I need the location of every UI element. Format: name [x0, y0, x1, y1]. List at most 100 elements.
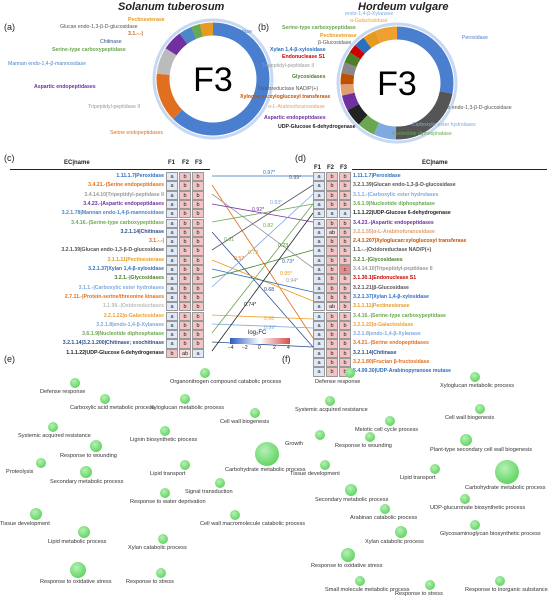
network-node-label: Response to water deprivation	[130, 499, 206, 505]
table-cell: a	[313, 311, 325, 321]
table-cell: b	[339, 237, 351, 247]
table-cell: b	[192, 181, 204, 191]
network-node	[345, 368, 355, 378]
table-c-header-name: EC|name	[64, 160, 90, 166]
table-cell: b	[179, 190, 191, 200]
table-cell: a	[313, 227, 325, 238]
network-node-label: Proteolysis	[6, 469, 34, 475]
table-cell: b	[166, 348, 178, 358]
donut-b-label: Peroxidase	[462, 35, 488, 41]
table-cell: a	[166, 218, 178, 228]
table-row-label: 3.4.16.-|Serine-type carboxypeptidase	[71, 219, 164, 226]
table-cell: a	[313, 302, 325, 312]
donut-b-label: endo-1,4-β-Xylanase	[345, 11, 394, 17]
table-cell: b	[179, 339, 191, 349]
table-cell: b	[179, 320, 191, 331]
correlation-value: 0.56	[264, 316, 275, 322]
table-cell: a	[166, 172, 178, 182]
table-cell: b	[326, 255, 338, 265]
table-row-label: 3.2.1.21|β-Glucosidase	[353, 284, 409, 291]
table-d-header-f2: F2	[327, 165, 335, 171]
table-row-label: 3.2.1.78|Mannan endo-1,4-β-mannosidase	[61, 210, 164, 217]
table-cell: a	[313, 367, 325, 377]
correlation-value: 0.74*	[244, 302, 257, 308]
network-node	[470, 520, 480, 530]
network-node	[320, 460, 330, 470]
table-cell: b	[339, 292, 351, 303]
correlation-value: 0.68	[264, 287, 275, 293]
table-row-label: 3.1.1.11|Pectinesterase	[353, 303, 410, 310]
network-node	[160, 426, 170, 436]
table-row-label: 3.2.1.8|endo-1,4-β-Xylanase	[353, 331, 421, 338]
table-row-label: 3.4.14.10|Tripeptidyl-peptidase II	[84, 191, 164, 198]
table-cell: b	[192, 311, 204, 321]
table-cell: b	[192, 283, 204, 293]
table-cell: a	[192, 348, 204, 358]
table-cell: a	[166, 190, 178, 200]
table-cell: a	[166, 199, 178, 210]
table-cell: a	[166, 302, 178, 312]
table-row-label: 1.1.1.22|UDP-Glucose 6-dehydrogenase	[353, 210, 451, 217]
table-cell: b	[179, 209, 191, 219]
table-cell: a	[166, 274, 178, 284]
table-row-label: 3.2.1.-|Glycosidases	[114, 275, 164, 282]
table-row-label: 3.2.1.14|3.2.1.200|Chitinase; exochitina…	[62, 340, 164, 347]
table-cell: b	[192, 265, 204, 275]
table-row-label: 3.4.23.-|Aspartic endopeptidases	[83, 200, 164, 207]
table-cell: a	[313, 265, 325, 275]
table-cell: b	[179, 283, 191, 293]
table-cell: b	[326, 274, 338, 284]
network-node	[470, 372, 480, 382]
table-row-label: 2.4.1.207|Xyloglucan:xyloglucosyl transf…	[353, 238, 467, 245]
table-cell: ab	[179, 348, 191, 358]
network-node	[90, 440, 102, 452]
network-node	[460, 434, 472, 446]
table-cell: b	[339, 283, 351, 293]
table-cell: ab	[326, 227, 338, 238]
network-node	[460, 494, 470, 504]
table-row-label: 3.2.1.37|Xylan 1,4-β-xylosidase	[353, 293, 429, 300]
table-cell: b	[179, 311, 191, 321]
network-node	[385, 416, 395, 426]
table-cell: b	[339, 320, 351, 331]
table-row-label: 3.2.1.8|endo-1,4-β-Xylanase	[96, 321, 164, 328]
donut-b-label: Aspartic endopeptidases	[264, 115, 326, 121]
network-node-label: Response to oxidative stress	[311, 563, 383, 569]
table-cell: a	[166, 339, 178, 349]
table-cell: a	[313, 190, 325, 200]
table-cell: b	[326, 218, 338, 228]
table-cell: b	[326, 237, 338, 247]
correlation-value: 0.99*	[289, 175, 302, 181]
table-row-label: 3.2.1.37|Xylan 1,4-β-xylosidase	[88, 266, 164, 272]
donut-a-label: 3.1.-.-|	[128, 31, 144, 37]
network-node-label: Xylan catabolic process	[365, 539, 424, 545]
table-cell: a	[166, 330, 178, 340]
donut-b-label: Xyloglucan:xyloglucosyl transferase	[240, 94, 331, 100]
network-node	[100, 394, 110, 404]
network-node-label: Carbohydrate metabolic process	[225, 467, 306, 473]
network-node	[365, 432, 375, 442]
network-node-label: Response to oxidative stress	[40, 579, 112, 585]
correlation-value: 0.57	[234, 256, 245, 262]
donut-b-label: Carboxylic ester hydrolases	[412, 122, 476, 128]
table-cell: b	[179, 302, 191, 312]
table-d-header-name: EC|name	[422, 160, 448, 166]
table-cell: b	[326, 246, 338, 256]
table-row-label: 3.1.30.1|Endonuclease S1	[353, 275, 417, 282]
table-row-label: 3.4.14.10|Tripeptidyl-peptidase II	[353, 266, 433, 272]
donut-b-label: Oxidoreductase NAD/P(+)	[258, 86, 319, 92]
table-cell: a	[313, 181, 325, 191]
table-row-label: 3.6.1.9|Nucleotide diphosphatase	[353, 200, 435, 207]
correlation-value: 0.23	[278, 243, 289, 249]
network-node	[180, 394, 190, 404]
network-node-label: UDP-glucuronate biosynthetic process	[430, 505, 526, 511]
table-cell: b	[326, 292, 338, 303]
table-cell: b	[326, 172, 338, 182]
network-node	[430, 464, 440, 474]
table-cell: a	[313, 218, 325, 228]
donut-chart-a: F3	[152, 18, 274, 140]
table-cell: b	[179, 181, 191, 191]
donut-b-label: Tripeptidyl-peptidase II	[262, 63, 315, 69]
correlation-value: 0.72	[248, 250, 259, 256]
table-cell: b	[339, 358, 351, 368]
